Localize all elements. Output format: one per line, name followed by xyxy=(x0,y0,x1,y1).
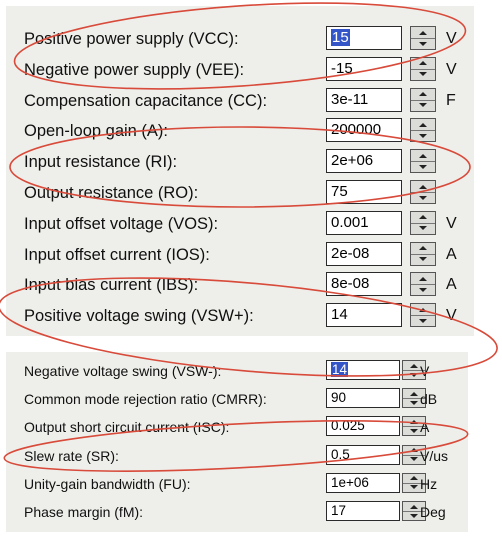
spin-down-arrow-icon[interactable] xyxy=(411,254,435,265)
param-unit: V xyxy=(446,60,457,78)
spin-down-arrow-icon[interactable] xyxy=(411,38,435,49)
spin-up-arrow-icon[interactable] xyxy=(403,389,425,400)
spin-button[interactable] xyxy=(410,26,436,50)
param-label: Compensation capacitance (CC): xyxy=(24,91,268,110)
param-label: Negative power supply (VEE): xyxy=(24,60,245,79)
param-value-text: 2e+06 xyxy=(331,152,374,170)
param-value-text: 0.025 xyxy=(331,418,365,434)
param-value-text: 2e-08 xyxy=(331,244,370,262)
spin-button[interactable] xyxy=(410,87,436,112)
spin-up-arrow-icon[interactable] xyxy=(411,89,435,101)
param-value-text: 90 xyxy=(331,390,347,406)
spin-down-arrow-icon[interactable] xyxy=(411,192,435,203)
param-unit: F xyxy=(446,91,456,109)
param-value-text: 17 xyxy=(331,503,347,518)
param-value-text: 0.5 xyxy=(331,446,350,462)
param-unit: V xyxy=(446,307,457,325)
spin-button[interactable] xyxy=(402,501,426,521)
spin-down-arrow-icon[interactable] xyxy=(403,483,425,492)
param-label: Unity-gain bandwidth (FU): xyxy=(24,475,191,492)
param-value-input[interactable]: 1e+06 xyxy=(326,472,400,493)
param-value-input[interactable]: 0.5 xyxy=(326,444,400,465)
spin-up-arrow-icon[interactable] xyxy=(403,474,425,484)
param-label: Input offset voltage (VOS): xyxy=(24,214,219,233)
param-value-input[interactable]: -15 xyxy=(326,56,402,81)
spin-up-arrow-icon[interactable] xyxy=(403,502,425,512)
spin-up-arrow-icon[interactable] xyxy=(411,243,435,255)
param-label: Slew rate (SR): xyxy=(24,447,119,464)
param-label: Input offset current (IOS): xyxy=(24,245,210,264)
param-label: Common mode rejection ratio (CMRR): xyxy=(24,391,267,408)
param-label: Output short circuit current (ISC): xyxy=(24,419,230,436)
spin-button[interactable] xyxy=(402,472,426,493)
parameters-panel-bottom: Negative voltage swing (VSW-): 14 V Common … xyxy=(6,352,468,532)
param-value-input[interactable]: 15 xyxy=(326,26,402,50)
spin-button[interactable] xyxy=(410,149,436,174)
param-label: Negative voltage swing (VSW-): xyxy=(24,363,222,379)
param-value-input[interactable]: 3e-11 xyxy=(326,87,402,112)
param-value-text: 75 xyxy=(331,183,348,200)
spin-button[interactable] xyxy=(410,56,436,81)
spin-down-arrow-icon[interactable] xyxy=(411,100,435,111)
param-unit: A xyxy=(420,419,430,436)
param-unit: dB xyxy=(420,391,438,408)
param-label: Positive power supply (VCC): xyxy=(24,30,239,48)
param-value-text: 3e-11 xyxy=(331,90,369,108)
param-value-text: 0.001 xyxy=(331,213,369,231)
param-value-input[interactable]: 2e-08 xyxy=(326,241,402,266)
param-value-input[interactable]: 0.025 xyxy=(326,416,400,437)
param-value-input[interactable]: 2e+06 xyxy=(326,149,402,174)
spin-down-arrow-icon[interactable] xyxy=(411,130,435,141)
param-value-input[interactable]: 14 xyxy=(326,303,402,328)
param-value-text: 8e-08 xyxy=(331,275,370,293)
param-label: Input resistance (RI): xyxy=(24,153,178,172)
spin-button[interactable] xyxy=(410,241,436,266)
param-unit: A xyxy=(446,276,457,294)
spin-down-arrow-icon[interactable] xyxy=(411,315,435,326)
param-label: Input bias current (IBS): xyxy=(24,276,199,295)
param-unit: V/us xyxy=(420,447,449,464)
param-unit: Deg xyxy=(420,504,446,520)
param-label: Open-loop gain (A): xyxy=(24,122,168,141)
param-value-text: 15 xyxy=(331,29,350,46)
spin-down-arrow-icon[interactable] xyxy=(411,69,435,80)
spin-button[interactable] xyxy=(410,118,436,143)
param-unit: Hz xyxy=(420,475,438,492)
param-label: Output resistance (RO): xyxy=(24,184,199,202)
spin-button[interactable] xyxy=(410,180,436,204)
spin-down-arrow-icon[interactable] xyxy=(411,284,435,295)
param-value-input[interactable]: 8e-08 xyxy=(326,272,402,297)
param-value-input[interactable]: 200000 xyxy=(326,118,402,143)
param-value-text: 200000 xyxy=(331,121,382,139)
spin-button[interactable] xyxy=(410,272,436,297)
param-unit: V xyxy=(446,214,457,232)
param-unit: A xyxy=(446,245,457,263)
param-value-text: -15 xyxy=(331,59,353,77)
param-unit: V xyxy=(446,30,457,47)
spin-up-arrow-icon[interactable] xyxy=(411,212,435,224)
param-label: Phase margin (fM): xyxy=(24,504,144,520)
param-unit: V xyxy=(420,363,430,379)
param-value-text: 14 xyxy=(331,306,348,324)
spin-down-arrow-icon[interactable] xyxy=(403,511,425,520)
param-label: Positive voltage swing (VSW+): xyxy=(24,307,254,326)
param-value-input[interactable]: 17 xyxy=(326,501,400,521)
spin-button[interactable] xyxy=(410,210,436,235)
spin-down-arrow-icon[interactable] xyxy=(411,161,435,172)
param-value-text: 14 xyxy=(331,362,349,377)
spin-button[interactable] xyxy=(402,388,426,409)
spin-down-arrow-icon[interactable] xyxy=(411,223,435,234)
param-value-input[interactable]: 14 xyxy=(326,360,400,380)
param-value-input[interactable]: 0.001 xyxy=(326,210,402,235)
param-value-text: 1e+06 xyxy=(331,474,369,490)
param-value-input[interactable]: 75 xyxy=(326,180,402,204)
spin-down-arrow-icon[interactable] xyxy=(403,398,425,407)
param-value-input[interactable]: 90 xyxy=(326,388,400,409)
spin-button[interactable] xyxy=(410,303,436,328)
